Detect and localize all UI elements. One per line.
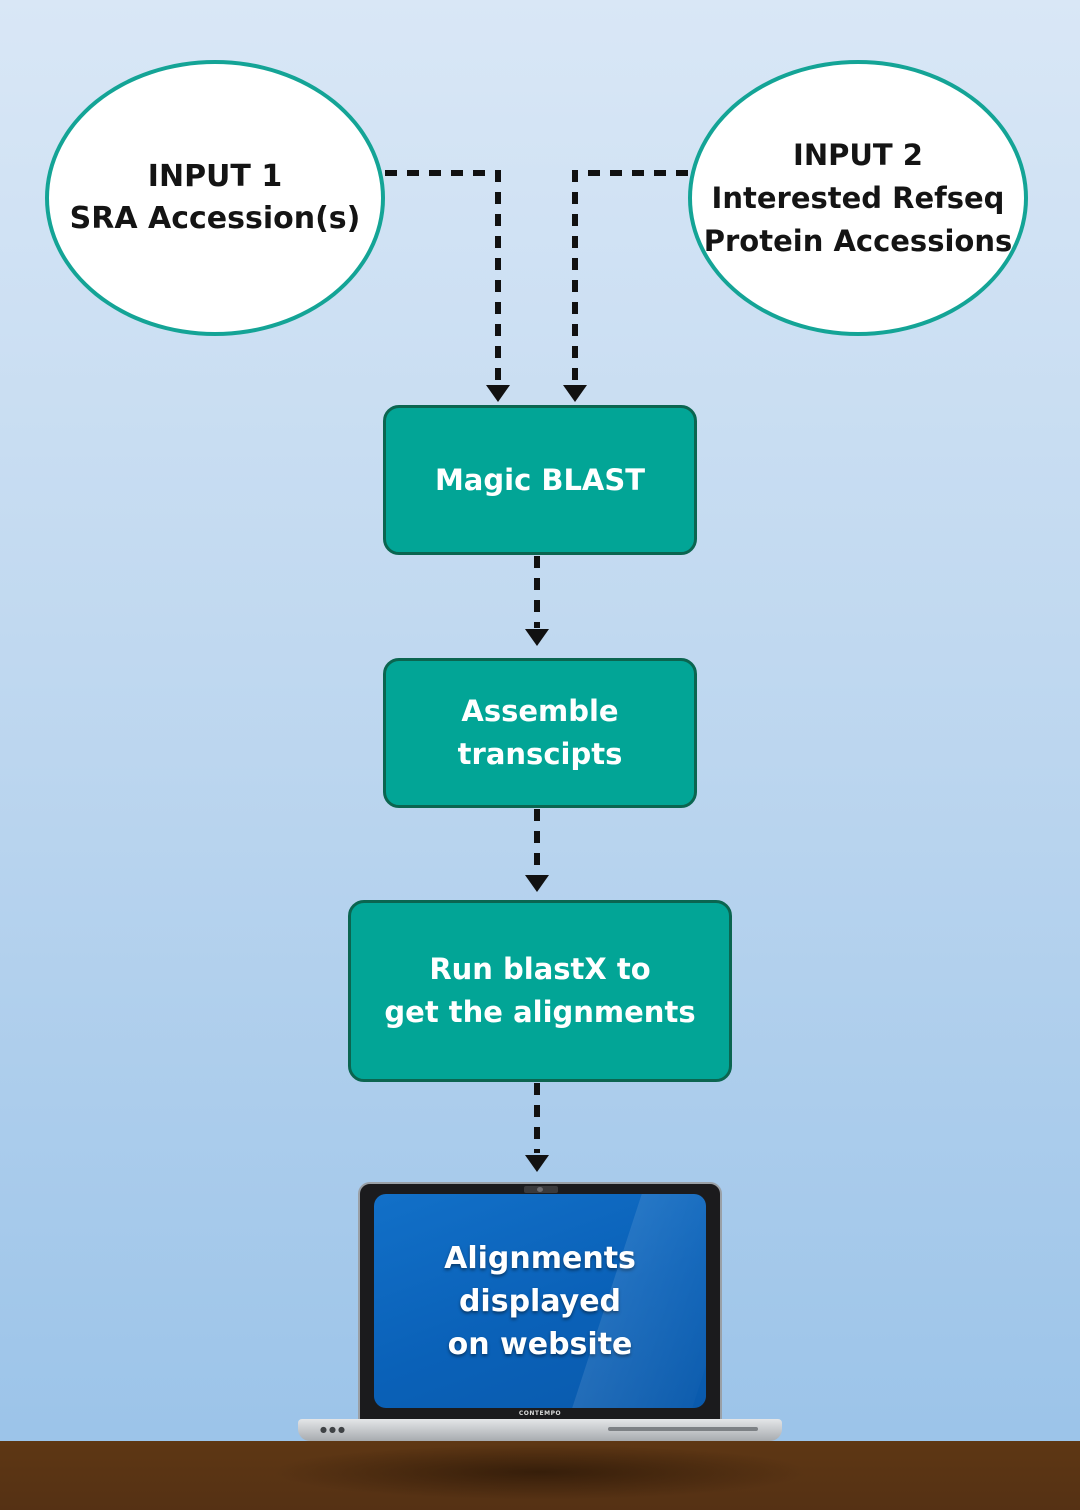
laptop-screen: Alignments displayed on website: [374, 1194, 706, 1408]
laptop-brand-label: CONTEMPO: [518, 1410, 562, 1417]
blastx-label-line2: get the alignments: [384, 995, 696, 1029]
webcam-lens: [537, 1187, 543, 1192]
blastx-step: Run blastX to get the alignments: [348, 900, 732, 1082]
arrowhead-blastx: [525, 1155, 549, 1172]
output-label-line1: Alignments: [444, 1240, 636, 1276]
laptop-icon: Alignments displayed on website CONTEMPO: [358, 1182, 722, 1422]
laptop-shadow: [270, 1444, 810, 1500]
arrowhead-magic: [525, 629, 549, 646]
output-label-line3: on website: [447, 1326, 633, 1362]
webcam-icon: [524, 1186, 558, 1193]
input2-subtitle-line2: Protein Accessions: [703, 223, 1013, 258]
connector-input2-to-magic: [572, 170, 688, 384]
input2-node: INPUT 2 Interested Refseq Protein Access…: [688, 60, 1028, 336]
input1-node: INPUT 1 SRA Accession(s): [45, 60, 385, 336]
assemble-label-line1: Assemble: [461, 694, 619, 728]
magic-blast-step: Magic BLAST: [383, 405, 697, 555]
input1-title: INPUT 1: [147, 159, 283, 194]
laptop-slot: [608, 1427, 758, 1431]
laptop-base: ●●●: [298, 1419, 782, 1441]
connector-input1-to-magic: [385, 170, 501, 384]
magic-blast-label: Magic BLAST: [434, 462, 646, 497]
input2-title: INPUT 2: [793, 137, 923, 172]
arrowhead-assemble: [525, 875, 549, 892]
assemble-label-line2: transcipts: [457, 737, 623, 771]
output-label-line2: displayed: [458, 1283, 622, 1319]
input2-subtitle-line1: Interested Refseq: [711, 180, 1005, 215]
input1-subtitle: SRA Accession(s): [69, 201, 361, 236]
indicator-lights-icon: ●●●: [320, 1425, 347, 1434]
arrowhead-input2: [563, 385, 587, 402]
blastx-label-line1: Run blastX to: [429, 952, 651, 986]
assemble-step: Assemble transcipts: [383, 658, 697, 808]
arrowhead-input1: [486, 385, 510, 402]
